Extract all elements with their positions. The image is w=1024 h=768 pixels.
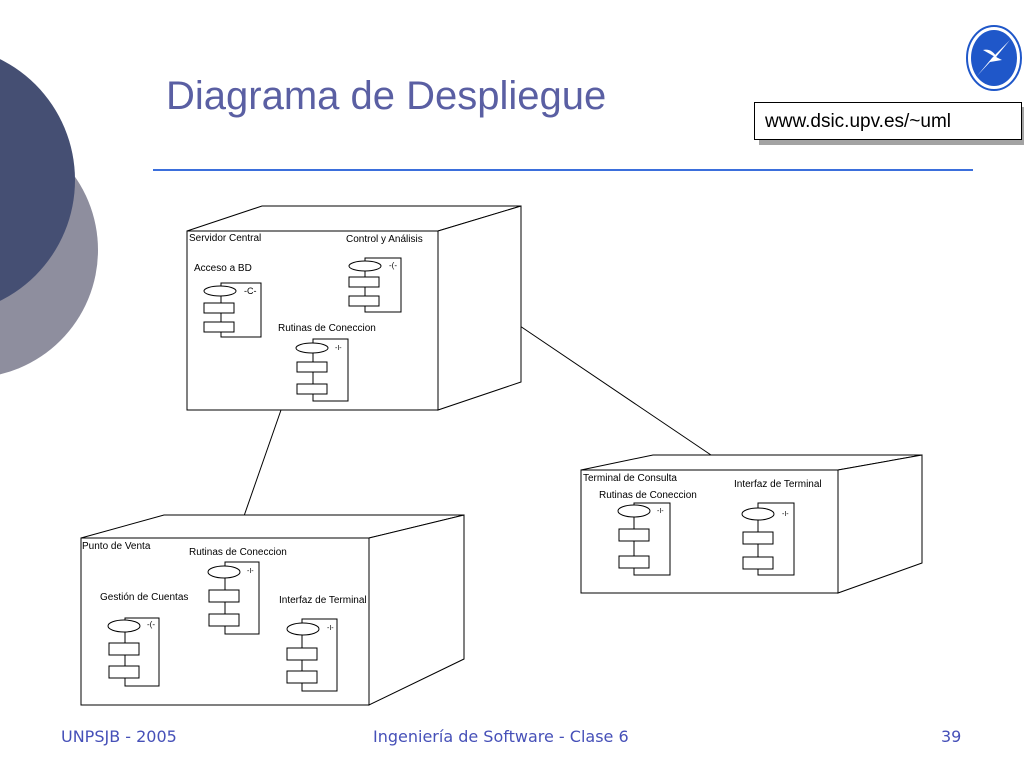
node-name: Punto de Venta xyxy=(82,541,151,552)
component-tab xyxy=(348,276,380,288)
component-tab xyxy=(108,665,140,679)
component-tab xyxy=(296,383,328,395)
component-gestion-cuentas: -(- xyxy=(107,617,160,687)
interface-lollipop xyxy=(107,619,141,633)
title-divider xyxy=(153,169,973,171)
interface-lollipop xyxy=(348,260,382,272)
seagull-emblem-icon xyxy=(977,40,1010,76)
component-tag: -I- xyxy=(327,625,334,632)
footer-left: UNPSJB - 2005 xyxy=(61,727,177,746)
link-servidor-terminal xyxy=(519,325,712,456)
component-tag: -I- xyxy=(247,568,254,575)
component-label: Interfaz de Terminal xyxy=(279,595,367,606)
component-tag: -I- xyxy=(782,511,789,518)
component-tab xyxy=(203,321,235,333)
footer-page-number: 39 xyxy=(941,727,962,746)
component-tab xyxy=(618,528,650,542)
node-side-face xyxy=(368,514,465,706)
component-tab xyxy=(296,361,328,373)
node-name: Servidor Central xyxy=(189,233,261,244)
node-name: Terminal de Consulta xyxy=(583,473,677,484)
interface-lollipop xyxy=(617,504,651,518)
component-tab xyxy=(208,613,240,627)
interface-lollipop xyxy=(207,565,241,579)
component-tab xyxy=(618,555,650,569)
component-control-analisis: -(- xyxy=(348,257,402,313)
component-tab xyxy=(348,295,380,307)
component-label: Rutinas de Coneccion xyxy=(599,490,697,501)
node-terminal-consulta: Terminal de Consulta Rutinas de Coneccio… xyxy=(580,454,923,594)
link-servidor-punto-venta xyxy=(243,409,282,517)
interface-lollipop xyxy=(295,342,329,354)
component-tag: -(- xyxy=(147,620,155,629)
component-acceso-bd: -C- xyxy=(203,282,262,338)
component-tab xyxy=(208,589,240,603)
component-tag: -(- xyxy=(389,261,397,270)
component-tab xyxy=(203,302,235,314)
component-label: Rutinas de Coneccion xyxy=(189,547,287,558)
component-tag: -C- xyxy=(244,286,257,296)
component-tab xyxy=(742,531,774,545)
component-label: Acceso a BD xyxy=(194,263,252,274)
component-tag: -I- xyxy=(335,345,342,352)
component-interfaz-terminal: -I- xyxy=(741,502,795,576)
component-label: Control y Análisis xyxy=(346,234,423,245)
component-tab xyxy=(742,556,774,570)
component-tag: -I- xyxy=(657,508,664,515)
interface-lollipop xyxy=(203,285,237,297)
component-label: Rutinas de Coneccion xyxy=(278,323,376,334)
component-rutinas-conexion: -I- xyxy=(617,502,671,576)
footer-center: Ingeniería de Software - Clase 6 xyxy=(373,727,629,746)
interface-lollipop xyxy=(286,622,320,636)
component-tab xyxy=(286,670,318,684)
component-label: Interfaz de Terminal xyxy=(734,479,822,490)
component-tab xyxy=(286,647,318,661)
slide-title: Diagrama de Despliegue xyxy=(166,74,607,118)
node-side-face xyxy=(837,454,923,594)
url-box: www.dsic.upv.es/~uml xyxy=(754,102,1022,140)
seagull-wing-icon xyxy=(983,49,997,58)
component-label: Gestión de Cuentas xyxy=(100,592,188,603)
component-interfaz-terminal: -I- xyxy=(286,618,338,692)
node-side-face xyxy=(437,205,522,411)
decorative-circle-dark xyxy=(0,59,75,301)
interface-lollipop xyxy=(741,507,775,521)
node-servidor-central: Servidor Central Control y Análisis -(- … xyxy=(186,205,522,411)
component-tab xyxy=(108,642,140,656)
component-rutinas-conexion: -I- xyxy=(295,338,349,402)
component-rutinas-conexion: -I- xyxy=(207,561,260,635)
node-punto-venta: Punto de Venta Rutinas de Coneccion -I- … xyxy=(80,514,465,706)
